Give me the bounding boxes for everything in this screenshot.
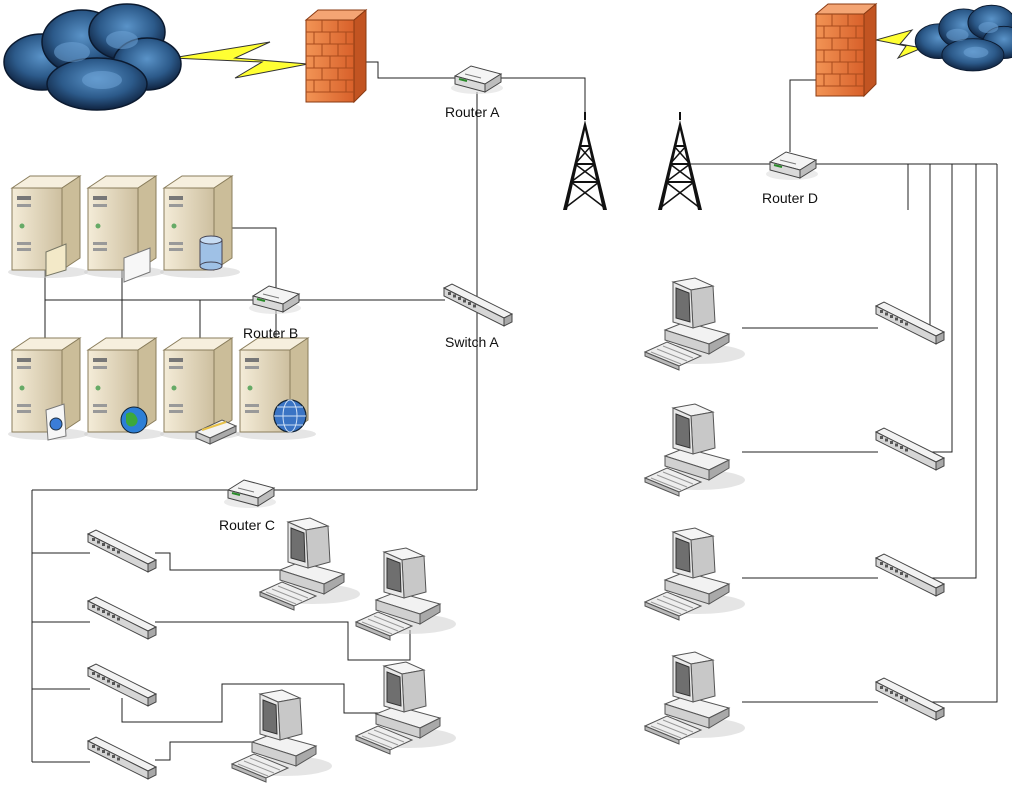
workstation-icon <box>644 527 746 621</box>
router-d-label: Router D <box>762 190 819 206</box>
internet-globe-badge-icon <box>273 399 307 433</box>
switch-icon <box>443 283 513 327</box>
workstation-icon <box>644 403 746 497</box>
cloud-icon <box>3 3 182 111</box>
switch-icon <box>87 736 157 780</box>
folder-badge-icon <box>45 243 67 277</box>
switch-icon <box>875 301 945 345</box>
lightning-icon <box>171 41 309 79</box>
workstation-icon <box>231 689 333 783</box>
radio-tower-icon <box>562 111 608 211</box>
cloud-icon <box>914 4 1012 72</box>
firewall-icon <box>815 3 877 97</box>
workstation-icon <box>355 661 457 755</box>
router-icon <box>450 65 504 95</box>
switch-icon <box>875 427 945 471</box>
mail-badge-icon <box>123 247 151 283</box>
router-c-label: Router C <box>219 517 276 533</box>
document-globe-badge-icon <box>45 403 67 441</box>
router-b-label: Router B <box>243 325 299 341</box>
router-icon <box>248 285 302 315</box>
firewall-icon <box>305 9 367 103</box>
switch-icon <box>87 529 157 573</box>
radio-tower-icon <box>657 111 703 211</box>
switch-a-label: Switch A <box>445 334 499 350</box>
printer-badge-icon <box>194 419 238 445</box>
globe-badge-icon <box>120 406 148 434</box>
switch-icon <box>875 677 945 721</box>
workstation-icon <box>644 277 746 371</box>
switch-icon <box>875 553 945 597</box>
switch-icon <box>87 596 157 640</box>
workstation-icon <box>644 651 746 745</box>
router-icon <box>765 151 819 181</box>
router-icon <box>223 479 277 509</box>
database-badge-icon <box>199 235 223 271</box>
workstation-icon <box>355 547 457 641</box>
router-a-label: Router A <box>445 104 500 120</box>
